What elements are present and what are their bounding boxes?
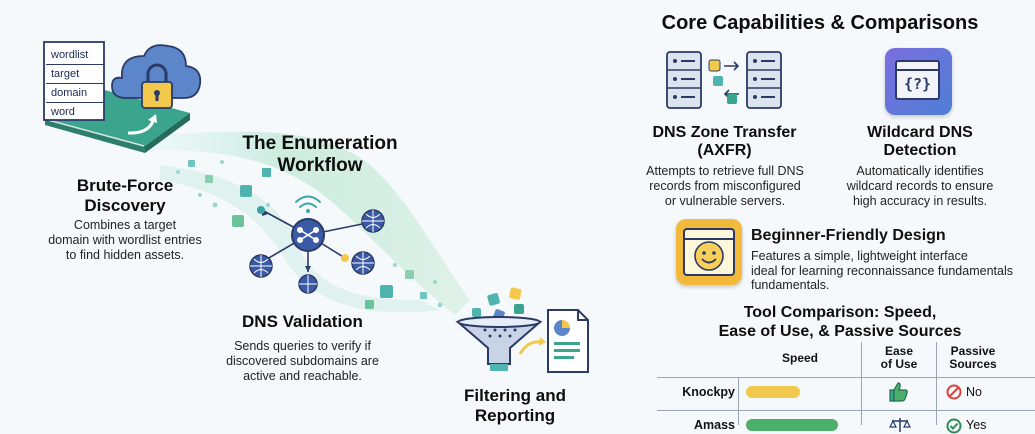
workflow-flow-ribbon <box>150 131 470 315</box>
row-tool-name: Knockpy <box>682 385 735 399</box>
scale-icon <box>889 418 911 432</box>
wordlist-entry: domain <box>46 84 104 103</box>
zone-transfer-servers-icon <box>666 51 782 109</box>
wordlist-entry: wordlist <box>46 46 104 65</box>
comparison-table: Speed Ease of Use Passive Sources Knockp… <box>657 342 1035 434</box>
capabilities-title: Core Capabilities & Comparisons <box>661 12 979 34</box>
passive-sources-value: Yes <box>966 418 987 432</box>
dns-validation-description: Sends queries to verify if discovered su… <box>226 339 379 383</box>
thumbs-up-icon <box>889 382 908 402</box>
speed-bar <box>746 386 800 398</box>
no-icon <box>946 384 962 400</box>
speed-bar <box>746 419 838 431</box>
col-header-passive: Passive Sources <box>949 344 997 371</box>
smiley-window-icon <box>676 219 742 285</box>
wildcard-description: Automatically identifies wildcard record… <box>846 164 994 208</box>
row-tool-name: Amass <box>694 418 735 432</box>
workflow-title: The Enumeration Workflow <box>242 133 398 176</box>
wildcard-icon-text: {?} <box>903 75 932 93</box>
comparison-title: Tool Comparison: Speed, Ease of Use, & P… <box>718 304 962 340</box>
brute-force-title: Brute-Force Discovery <box>76 176 174 215</box>
brute-force-description: Combines a target domain with wordlist e… <box>48 218 202 262</box>
wildcard-title: Wildcard DNS Detection <box>867 124 973 159</box>
col-header-speed: Speed <box>781 351 818 365</box>
wildcard-browser-icon: {?} <box>885 48 952 115</box>
wordlist-entry: word <box>51 106 75 118</box>
dns-validation-title: DNS Validation <box>242 312 363 331</box>
filtering-reporting-title: Filtering and Reporting <box>464 386 566 425</box>
wordlist-entry: target <box>46 65 104 84</box>
beginner-title: Beginner-Friendly Design <box>751 227 946 244</box>
axfr-title: DNS Zone Transfer (AXFR) <box>652 124 797 159</box>
check-circle-icon <box>946 418 962 434</box>
axfr-description: Attempts to retrieve full DNS records fr… <box>646 164 804 208</box>
col-header-ease: Ease of Use <box>880 344 918 371</box>
globe-icon <box>361 209 385 233</box>
filter-funnel-report-icon <box>455 287 589 373</box>
wordlist-cloud-lock-illustration <box>43 41 202 153</box>
beginner-description: Features a simple, lightweight interface… <box>751 249 1013 292</box>
passive-sources-value: No <box>966 385 982 399</box>
